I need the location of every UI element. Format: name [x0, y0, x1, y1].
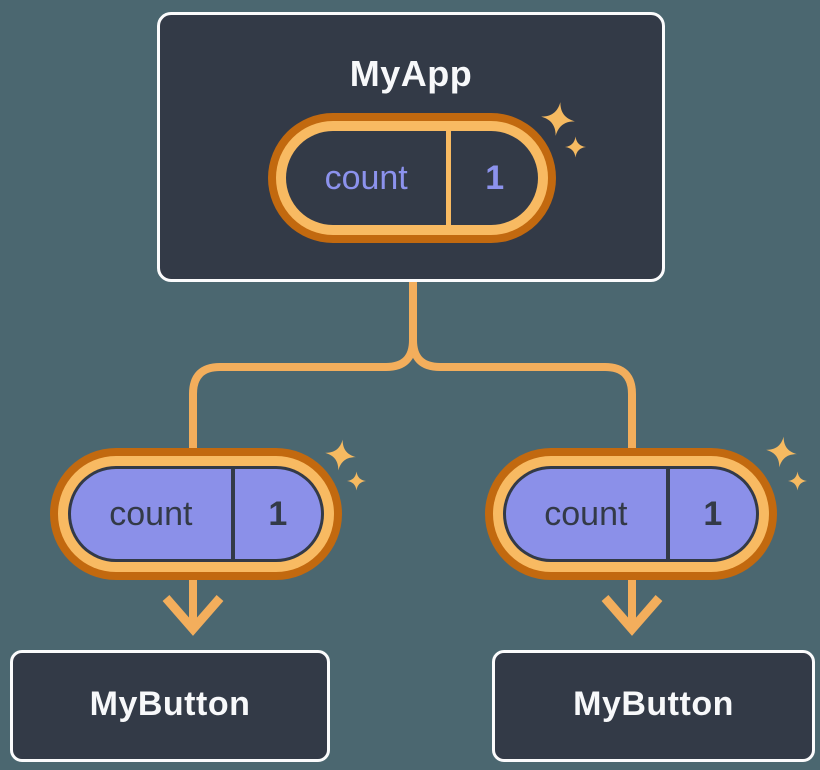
- sparkle-icon: [788, 471, 807, 491]
- prop-name: count: [506, 469, 666, 559]
- arrow-down-icon: [162, 595, 224, 636]
- state-value: 1: [451, 131, 538, 225]
- prop-pill-left: count 1: [50, 448, 342, 580]
- state-name: count: [286, 131, 447, 225]
- connector-root-to-right-child: [409, 282, 636, 622]
- sparkle-icon: [541, 101, 575, 137]
- sparkle-icon: [347, 471, 366, 491]
- prop-pill-ring: count 1: [493, 456, 769, 572]
- prop-name: count: [71, 469, 231, 559]
- prop-value: 1: [669, 469, 756, 559]
- component-title: MyButton: [573, 684, 734, 723]
- prop-pill-right: count 1: [485, 448, 777, 580]
- component-title: MyButton: [89, 684, 251, 723]
- sparkle-icon: [325, 439, 356, 471]
- prop-pill-ring: count 1: [58, 456, 334, 572]
- arrow-down-icon: [601, 595, 663, 636]
- component-node-mybutton-left: MyButton: [10, 650, 330, 762]
- prop-value: 1: [234, 469, 321, 559]
- state-pill-ring: count 1: [276, 121, 548, 235]
- state-pill-myapp: count 1: [268, 113, 556, 243]
- component-title: MyApp: [349, 53, 473, 94]
- sparkle-icon: [565, 136, 586, 158]
- sparkle-icon: [766, 436, 797, 468]
- component-node-mybutton-right: MyButton: [492, 650, 815, 762]
